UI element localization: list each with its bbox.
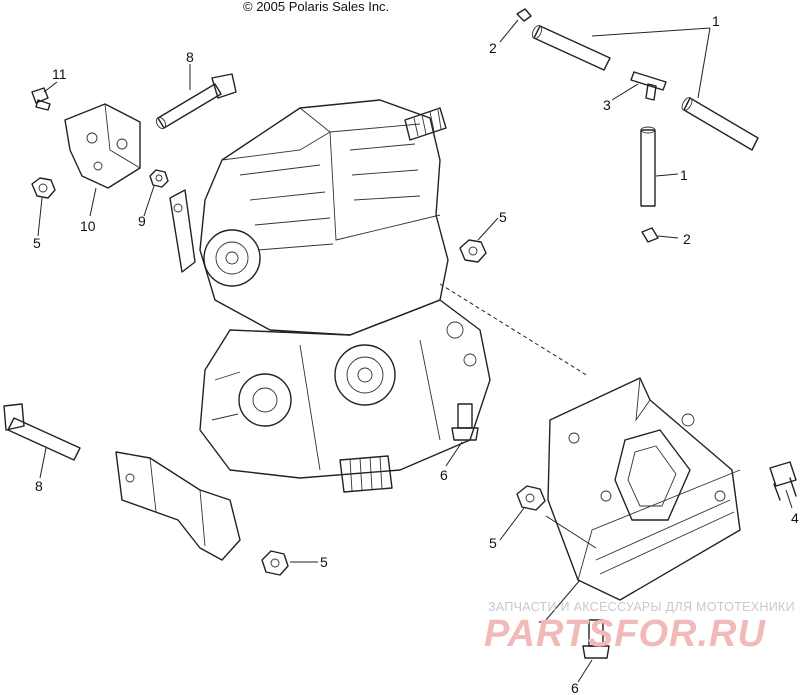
nut-part-5-center xyxy=(459,239,487,263)
callout-5-lower-center: 5 xyxy=(489,535,497,551)
callout-7: 7 xyxy=(538,618,546,634)
callout-8-top: 8 xyxy=(186,49,194,65)
nut-part-5-lower-center xyxy=(516,485,546,511)
hose-part-1-right xyxy=(681,97,759,151)
callout-5-bottom: 5 xyxy=(320,554,328,570)
clip-part-2-top xyxy=(516,8,532,22)
nut-part-5-bottom xyxy=(261,550,289,576)
transmission-assembly xyxy=(169,99,491,493)
bolt-part-11 xyxy=(31,87,51,111)
callout-6-bottom: 6 xyxy=(571,680,579,695)
callout-5-center: 5 xyxy=(499,209,507,225)
callout-labels: 11 8 10 9 5 2 1 3 1 2 5 8 6 4 5 5 7 6 xyxy=(33,13,799,695)
watermark: ЗАПЧАСТИ И АКСЕССУАРЫ ДЛЯ МОТОТЕХНИКИ PA… xyxy=(484,600,795,655)
callout-5-left: 5 xyxy=(33,235,41,251)
callout-1-top: 1 xyxy=(712,13,720,29)
watermark-brand: PARTSFOR.RU xyxy=(484,613,766,655)
bolt-part-6-bottom xyxy=(582,619,610,659)
bolt-part-6-center xyxy=(451,403,479,441)
callout-10: 10 xyxy=(80,218,96,234)
bracket-lower-left xyxy=(115,451,241,561)
callout-6-center: 6 xyxy=(440,467,448,483)
nut-part-5-left xyxy=(31,177,56,199)
callout-1-middle: 1 xyxy=(680,167,688,183)
long-bolt-part-8-top xyxy=(155,73,237,130)
bolt-part-4 xyxy=(769,461,797,501)
hose-part-1-top xyxy=(531,24,611,71)
tee-fitting-part-3 xyxy=(630,71,667,101)
callout-8-bottom: 8 xyxy=(35,478,43,494)
callout-2-top: 2 xyxy=(489,40,497,56)
callout-4: 4 xyxy=(791,510,799,526)
bracket-part-10 xyxy=(64,103,141,189)
leader-lines xyxy=(37,19,793,683)
nut-part-9 xyxy=(149,169,169,188)
callout-3: 3 xyxy=(603,97,611,113)
callout-9: 9 xyxy=(138,213,146,229)
watermark-tagline: ЗАПЧАСТИ И АКСЕССУАРЫ ДЛЯ МОТОТЕХНИКИ xyxy=(488,600,795,614)
callout-11: 11 xyxy=(52,66,67,82)
callout-2-right: 2 xyxy=(683,231,691,247)
copyright-text: © 2005 Polaris Sales Inc. xyxy=(243,0,389,14)
clip-part-2-right xyxy=(641,227,659,243)
hose-part-1-vertical xyxy=(640,126,656,207)
mount-bracket-part-7 xyxy=(547,377,741,601)
long-bolt-part-8-bottom xyxy=(3,403,81,461)
